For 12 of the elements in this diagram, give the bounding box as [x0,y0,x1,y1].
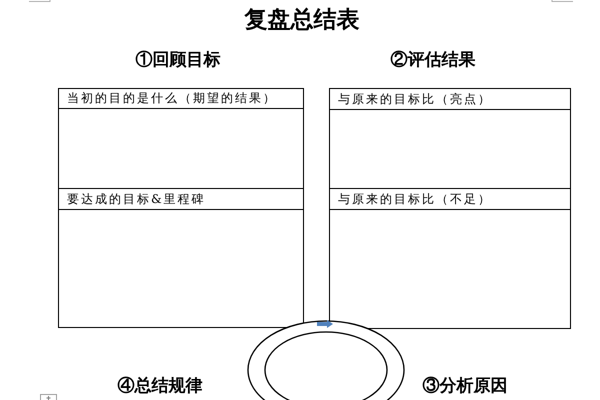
section-heading: ①回顾目标 [136,50,220,70]
section-header: 要达成的目标&里程碑 [59,189,303,210]
form-section [58,188,304,328]
section-heading: ④总结规律 [118,376,202,396]
section-header: 当初的目的是什么（期望的结果） [59,89,303,109]
form-section [329,88,571,189]
title: 复盘总结表 [244,6,360,34]
form-section [58,88,304,189]
section-heading: ③分析原因 [422,376,508,396]
section-heading: ②评估结果 [390,50,476,70]
section-header: 与原来的目标比（不足） [330,189,570,210]
section-header: 与原来的目标比（亮点） [330,89,570,110]
